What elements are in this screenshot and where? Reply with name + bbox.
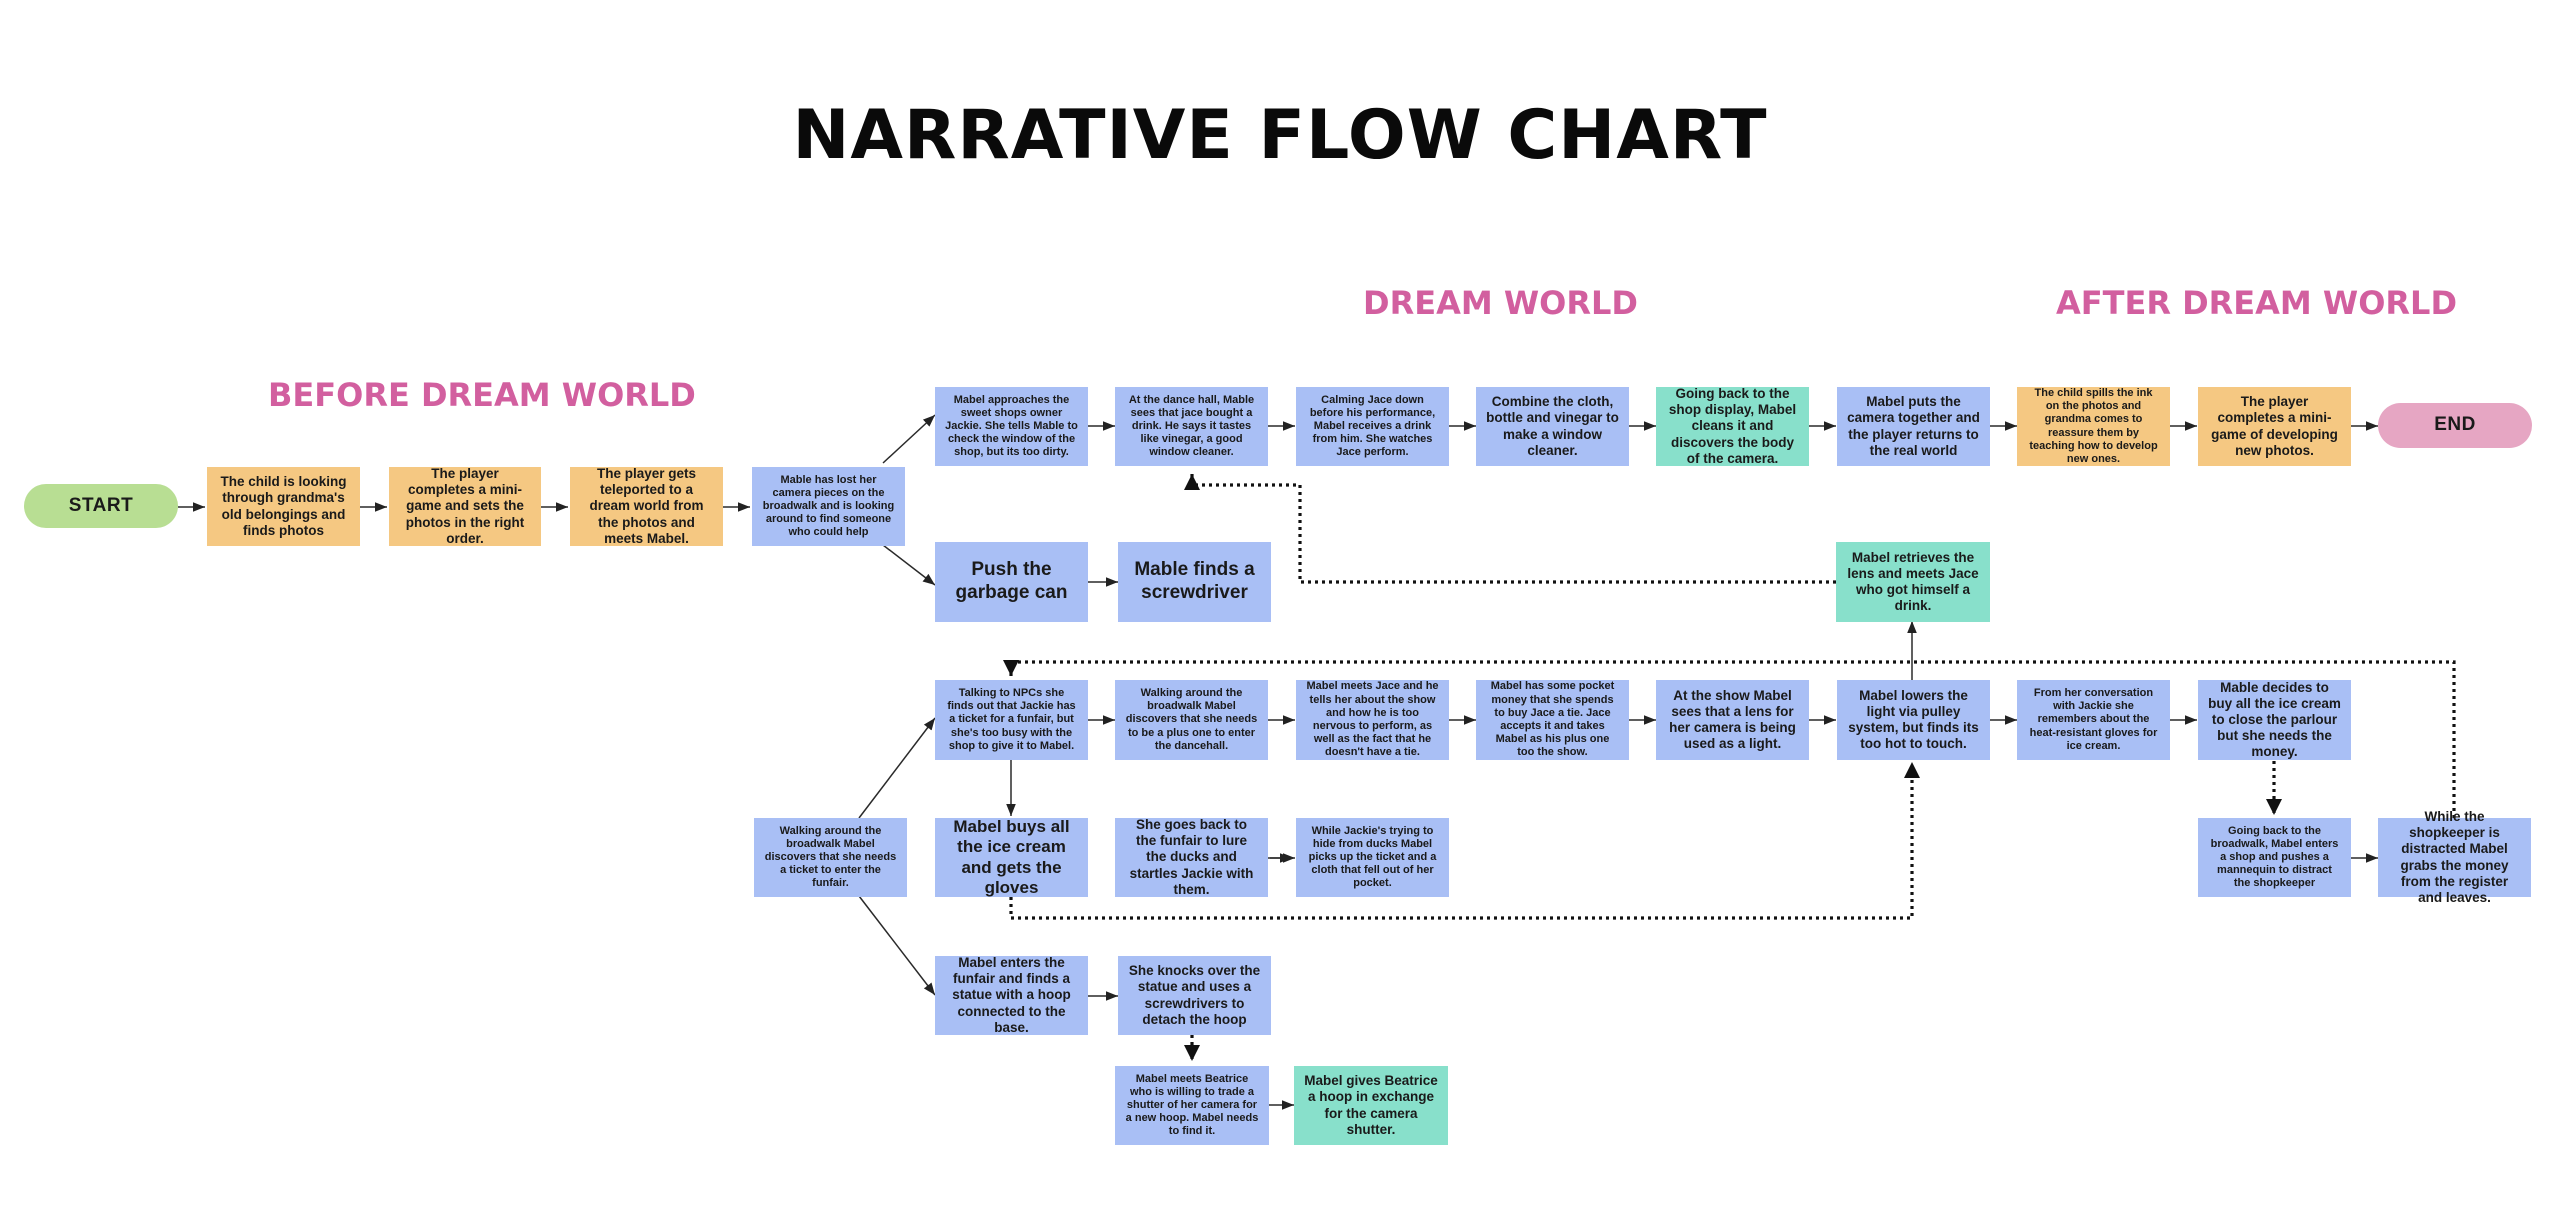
- end-node[interactable]: END: [2378, 403, 2532, 448]
- node-combine-cloth[interactable]: Combine the cloth, bottle and vinegar to…: [1476, 387, 1629, 466]
- node-walking-ticket[interactable]: Walking around the broadwalk Mabel disco…: [754, 818, 907, 897]
- node-buys-icecream[interactable]: Mabel buys all the ice cream and gets th…: [935, 817, 1088, 897]
- node-mannequin[interactable]: Going back to the broadwalk, Mabel enter…: [2198, 818, 2351, 897]
- arrow-lost-garbage: [882, 544, 936, 586]
- arrow-ticket-funfair: [858, 895, 936, 996]
- node-shop-display[interactable]: Going back to the shop display, Mabel cl…: [1656, 386, 1809, 466]
- node-walking-dancehall[interactable]: Walking around the broadwalk Mabel disco…: [1115, 680, 1268, 760]
- node-knocks-statue[interactable]: She knocks over the statue and uses a sc…: [1118, 956, 1271, 1035]
- page-title: NARRATIVE FLOW CHART: [792, 96, 1768, 175]
- node-push-garbage[interactable]: Push the garbage can: [935, 542, 1088, 622]
- node-retrieves-lens[interactable]: Mabel retrieves the lens and meets Jace …: [1836, 542, 1990, 622]
- section-title-dream: DREAM WORLD: [1363, 284, 1638, 322]
- start-node[interactable]: START: [24, 484, 178, 528]
- node-gives-hoop[interactable]: Mabel gives Beatrice a hoop in exchange …: [1294, 1066, 1448, 1145]
- arrow-ticket-talking: [858, 717, 936, 819]
- section-title-before: BEFORE DREAM WORLD: [268, 376, 696, 414]
- node-lost-camera[interactable]: Mable has lost her camera pieces on the …: [752, 467, 905, 546]
- node-teleported[interactable]: The player gets teleported to a dream wo…: [570, 466, 723, 546]
- node-child-finds-photos[interactable]: The child is looking through grandma's o…: [207, 467, 360, 546]
- dotted-retrieve-to-dance: [1184, 474, 1836, 584]
- node-lure-ducks[interactable]: She goes back to the funfair to lure the…: [1115, 817, 1268, 897]
- node-camera-together[interactable]: Mabel puts the camera together and the p…: [1837, 387, 1990, 466]
- node-minigame-develop[interactable]: The player completes a mini-game of deve…: [2198, 387, 2351, 466]
- node-approaches-jackie[interactable]: Mabel approaches the sweet shops owner J…: [935, 387, 1088, 466]
- node-calming-jace[interactable]: Calming Jace down before his performance…: [1296, 387, 1449, 466]
- node-picks-ticket[interactable]: While Jackie's trying to hide from ducks…: [1296, 818, 1449, 897]
- node-grabs-money[interactable]: While the shopkeeper is distracted Mabel…: [2378, 809, 2531, 905]
- node-finds-screwdriver[interactable]: Mable finds a screwdriver: [1118, 542, 1271, 622]
- node-meets-beatrice[interactable]: Mabel meets Beatrice who is willing to t…: [1115, 1066, 1269, 1145]
- node-talking-npcs[interactable]: Talking to NPCs she finds out that Jacki…: [935, 680, 1088, 760]
- arrow-lost-approach: [882, 414, 936, 464]
- node-ink-spill[interactable]: The child spills the ink on the photos a…: [2017, 387, 2170, 466]
- node-lowers-light[interactable]: Mabel lowers the light via pulley system…: [1837, 680, 1990, 760]
- section-title-after: AFTER DREAM WORLD: [2056, 284, 2457, 322]
- node-pocket-money[interactable]: Mabel has some pocket money that she spe…: [1476, 680, 1629, 760]
- node-lens-light[interactable]: At the show Mabel sees that a lens for h…: [1656, 680, 1809, 760]
- node-dance-hall[interactable]: At the dance hall, Mable sees that jace …: [1115, 387, 1268, 466]
- node-buy-icecream-decision[interactable]: Mable decides to buy all the ice cream t…: [2198, 680, 2351, 760]
- node-minigame-photos[interactable]: The player completes a mini-game and set…: [389, 466, 541, 546]
- node-heat-gloves[interactable]: From her conversation with Jackie she re…: [2017, 680, 2170, 760]
- node-meets-jace[interactable]: Mabel meets Jace and he tells her about …: [1296, 680, 1449, 760]
- node-enters-funfair[interactable]: Mabel enters the funfair and finds a sta…: [935, 955, 1088, 1035]
